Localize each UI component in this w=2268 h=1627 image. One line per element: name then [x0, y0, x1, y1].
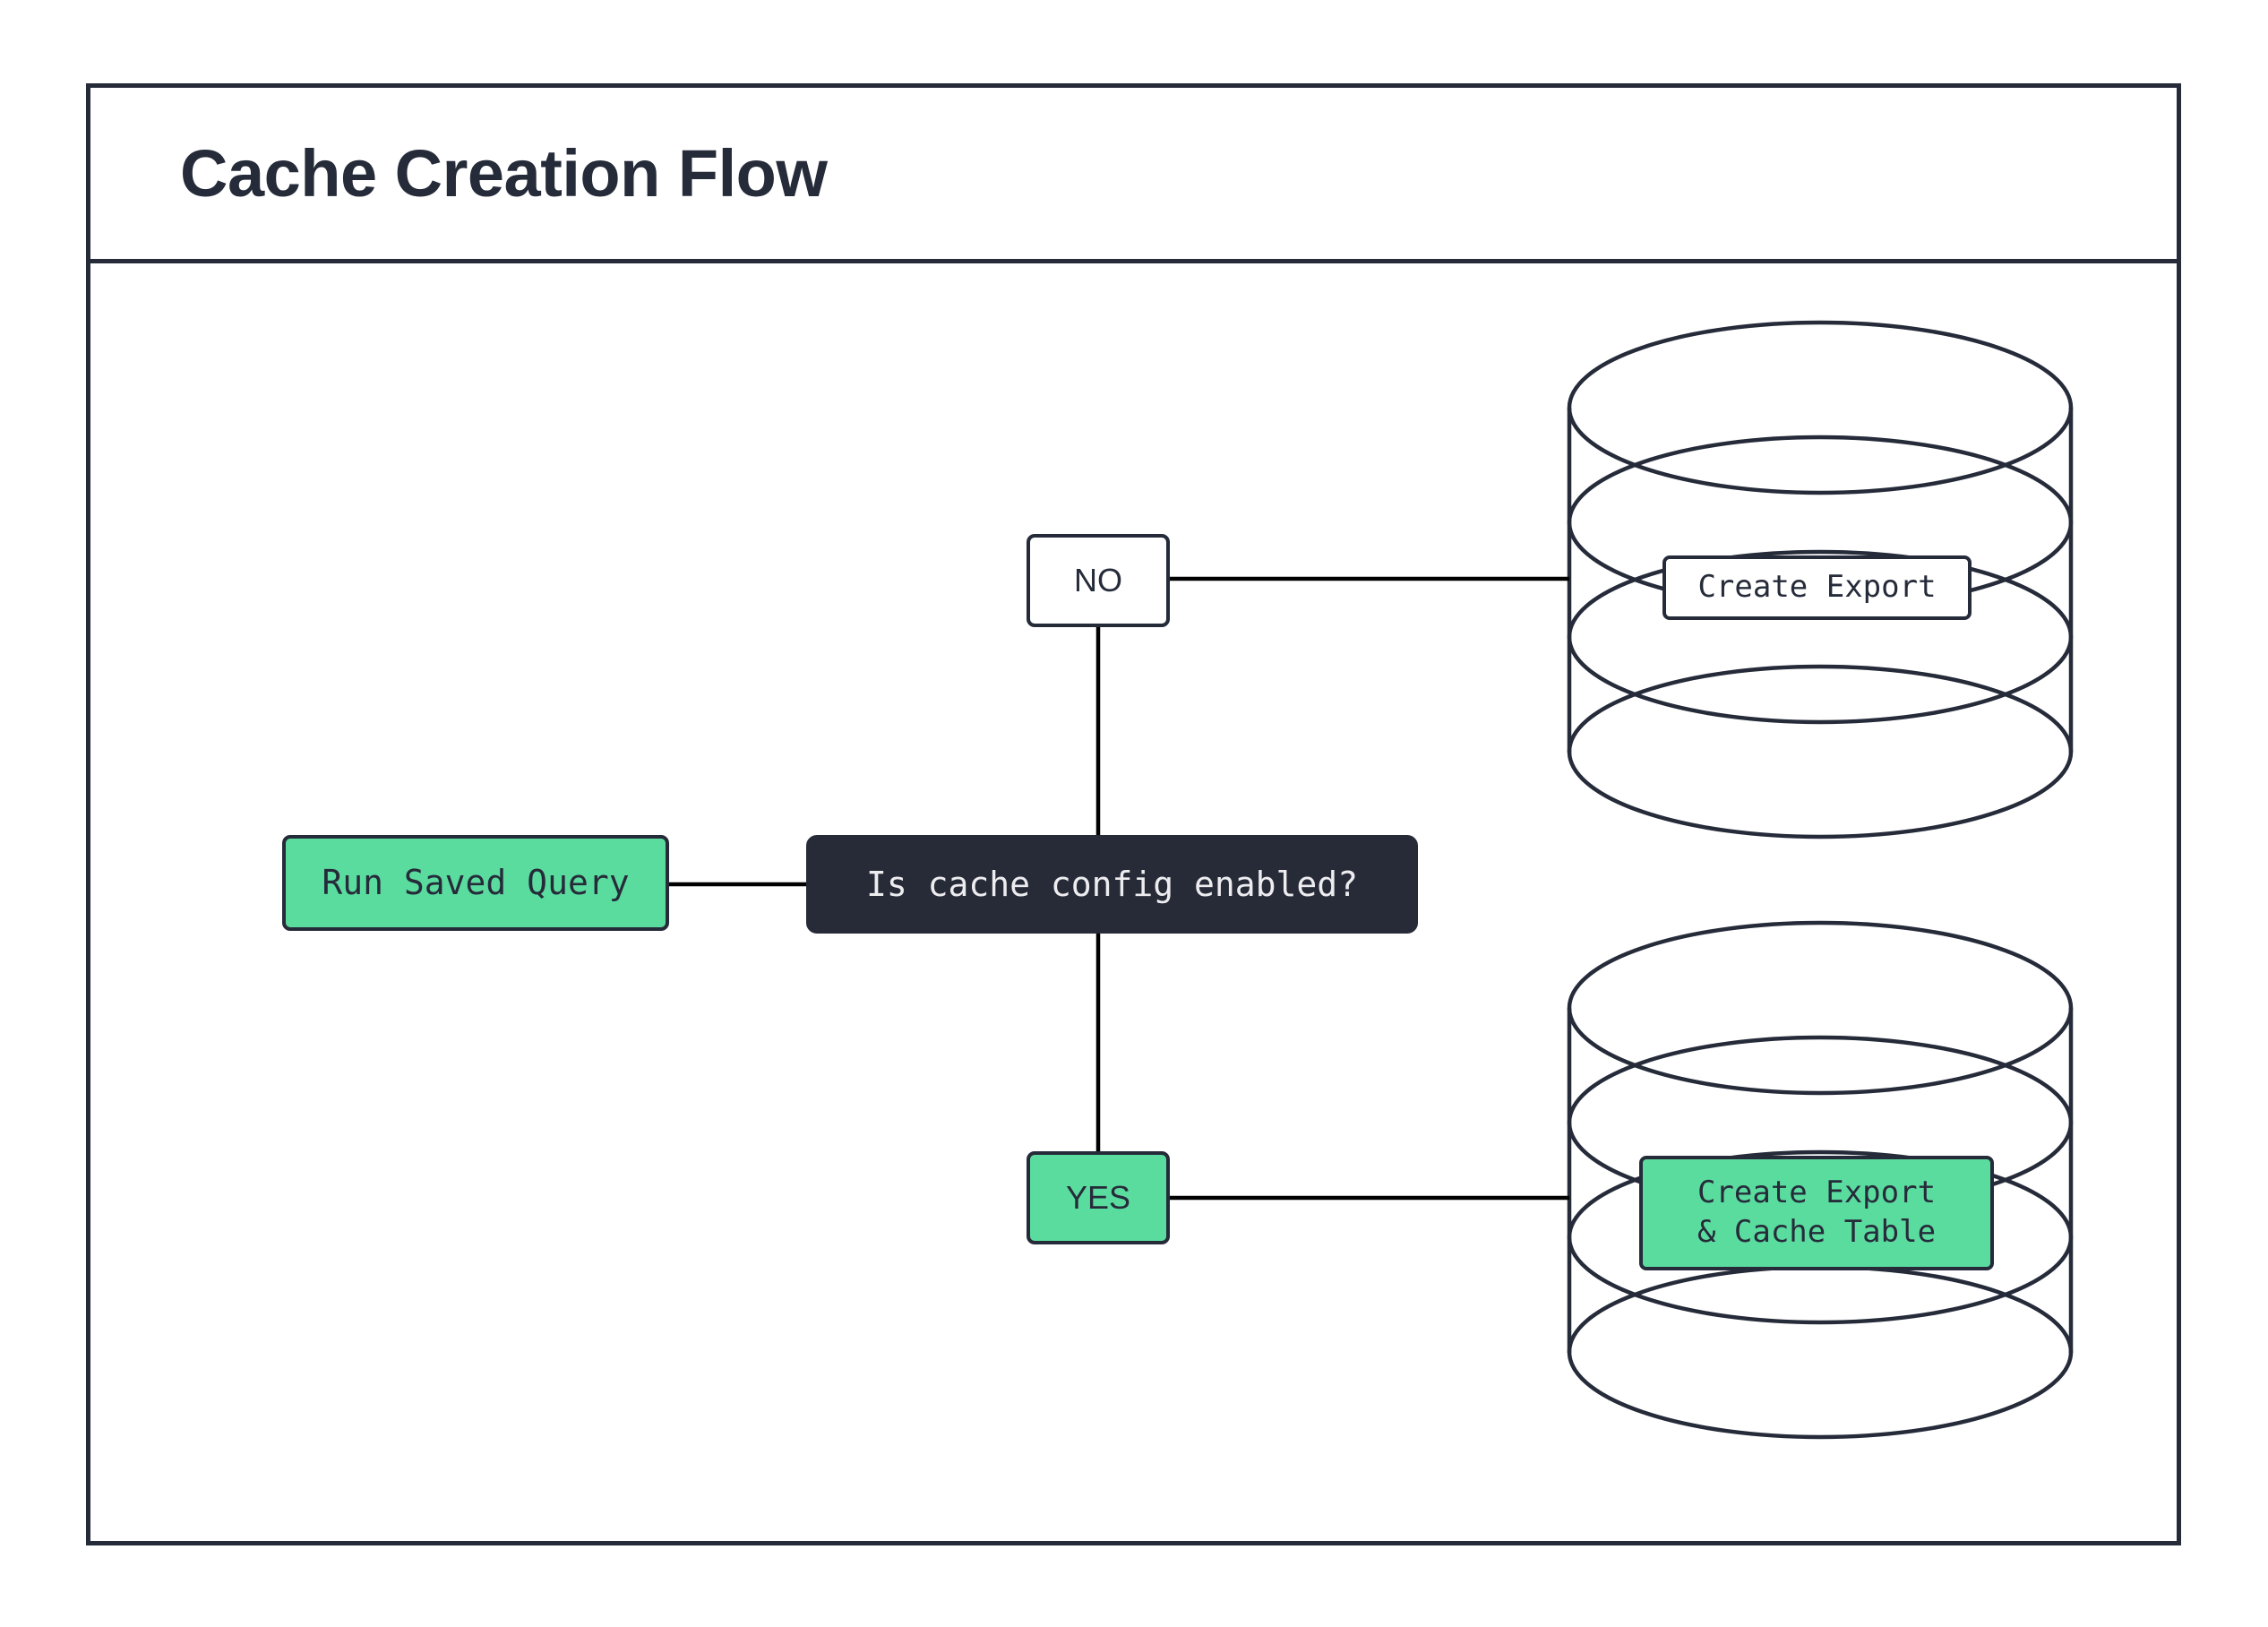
edge-label-no[interactable]: NO [1027, 534, 1170, 627]
cylinder-disk [1567, 664, 2074, 839]
node-run-saved-query[interactable]: Run Saved Query [282, 835, 669, 931]
database-cylinder-bottom [1567, 920, 2074, 1440]
cylinder-disk [1567, 1149, 2074, 1325]
edge-label-yes[interactable]: YES [1027, 1151, 1170, 1244]
diagram-header: Cache Creation Flow [90, 88, 2177, 263]
node-create-export-and-cache-table[interactable]: Create Export & Cache Table [1639, 1156, 1994, 1270]
database-cylinder-top [1567, 320, 2074, 839]
node-decision-is-cache-config-enabled[interactable]: Is cache config enabled? [806, 835, 1418, 934]
cylinder-disk [1567, 920, 2074, 1096]
node-create-export[interactable]: Create Export [1662, 555, 1972, 620]
cylinder-disk [1567, 320, 2074, 495]
page-title: Cache Creation Flow [180, 136, 828, 211]
cylinder-disk [1567, 549, 2074, 725]
